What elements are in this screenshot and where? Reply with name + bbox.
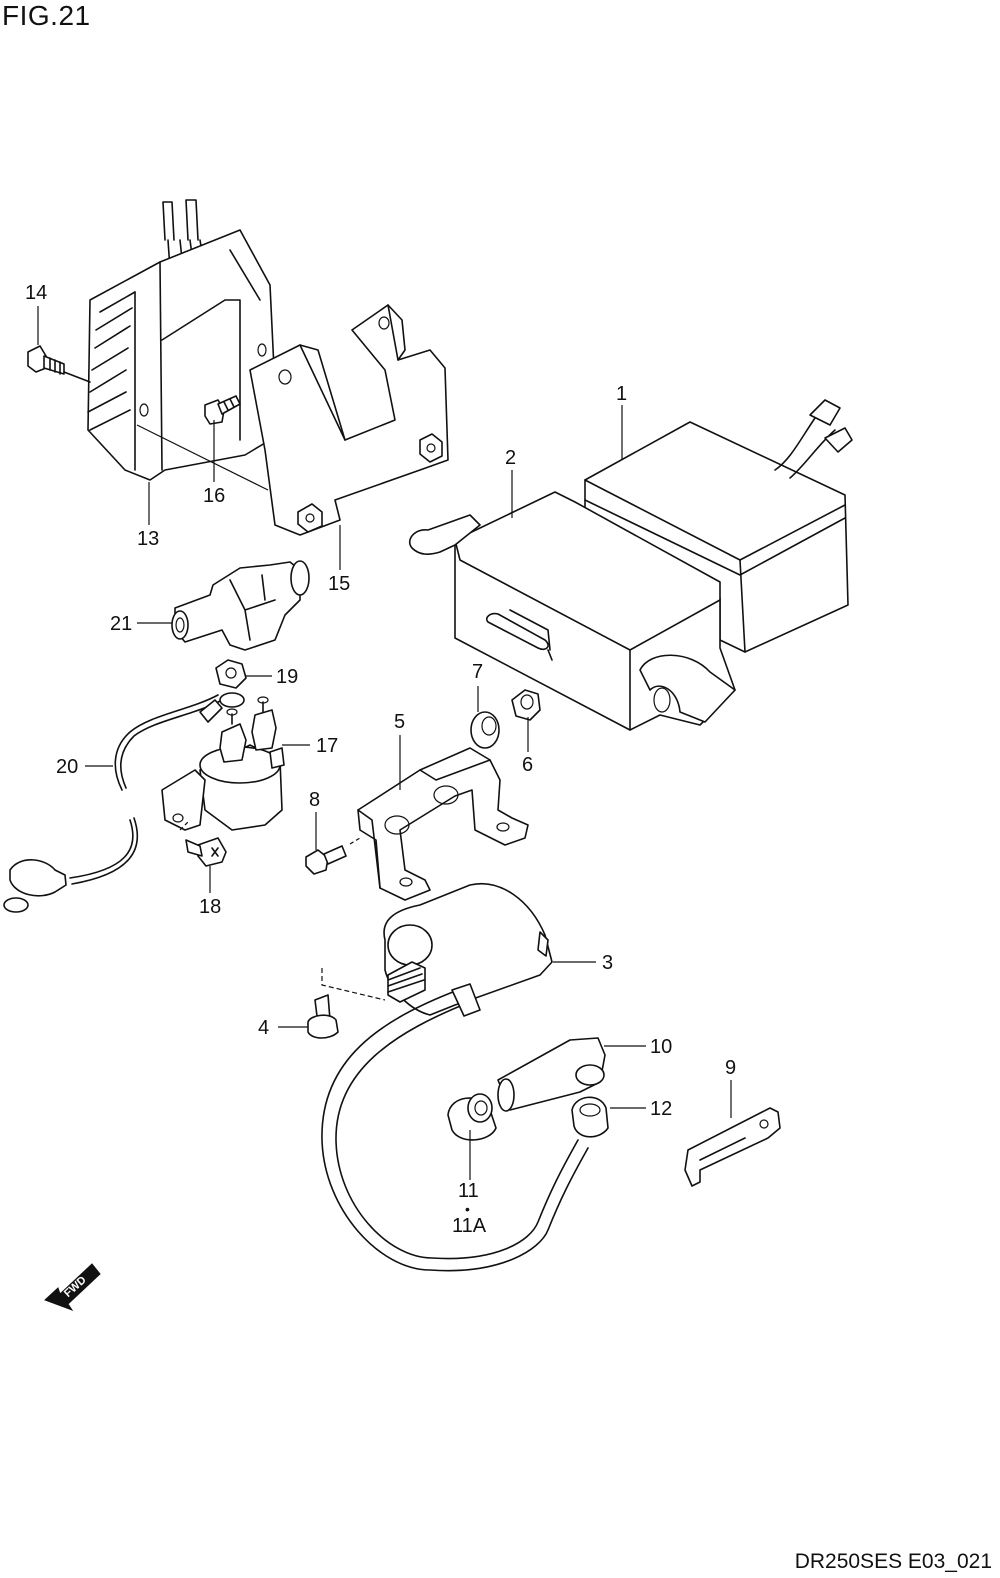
cushion-7 — [470, 711, 500, 749]
ignition-coil-3 — [321, 882, 589, 1272]
lead-wire-20 — [3, 692, 245, 913]
regulator-rectifier — [87, 199, 276, 481]
callout-labels: 1 2 3 4 5 6 7 8 9 10 11 • 11A 12 13 14 1… — [25, 282, 736, 1237]
callout-17: 17 — [316, 735, 338, 757]
callout-21: 21 — [110, 613, 132, 635]
callout-9: 9 — [725, 1057, 736, 1079]
callout-6: 6 — [522, 754, 533, 776]
cover-2 — [408, 491, 736, 731]
callout-16: 16 — [203, 485, 225, 507]
callout-19: 19 — [276, 666, 298, 688]
cdi-unit-1 — [584, 399, 853, 653]
callout-11-dot: • — [465, 1201, 470, 1217]
callout-11: 11 — [458, 1180, 479, 1202]
callout-1: 1 — [616, 383, 627, 405]
callout-8: 8 — [309, 789, 320, 811]
figure-title: FIG.21 — [2, 0, 91, 31]
callout-2: 2 — [505, 447, 516, 469]
screw-16 — [204, 395, 241, 425]
callout-4: 4 — [258, 1017, 269, 1039]
callout-3: 3 — [602, 952, 613, 974]
callout-11a: 11A — [452, 1215, 487, 1237]
plug-cap-10 — [497, 1037, 606, 1112]
screw-18 — [179, 819, 227, 867]
leader-lines — [37, 306, 732, 1180]
screw-14 — [27, 345, 91, 383]
boot-21 — [171, 560, 310, 651]
callout-20: 20 — [56, 756, 78, 778]
callout-14: 14 — [25, 282, 47, 304]
plug-cap-12 — [571, 1096, 609, 1138]
callout-7: 7 — [472, 661, 483, 683]
screw-8 — [305, 837, 361, 875]
cap-11 — [447, 1093, 497, 1141]
callout-10: 10 — [650, 1036, 672, 1058]
forward-arrow-icon: FWD — [44, 1263, 101, 1312]
cushion-6 — [511, 689, 541, 721]
clamp-9 — [684, 1107, 781, 1187]
callout-5: 5 — [394, 711, 405, 733]
screw-4 — [307, 968, 386, 1039]
diagram-code: DR250SES E03_021 — [794, 1550, 992, 1573]
bracket-15 — [249, 304, 449, 536]
callout-12: 12 — [650, 1098, 672, 1120]
nut-19 — [215, 659, 247, 689]
callout-18: 18 — [199, 896, 221, 918]
starter-relay-17 — [161, 696, 285, 831]
callout-13: 13 — [137, 528, 159, 550]
callout-15: 15 — [328, 573, 350, 595]
bracket-5 — [357, 747, 529, 901]
